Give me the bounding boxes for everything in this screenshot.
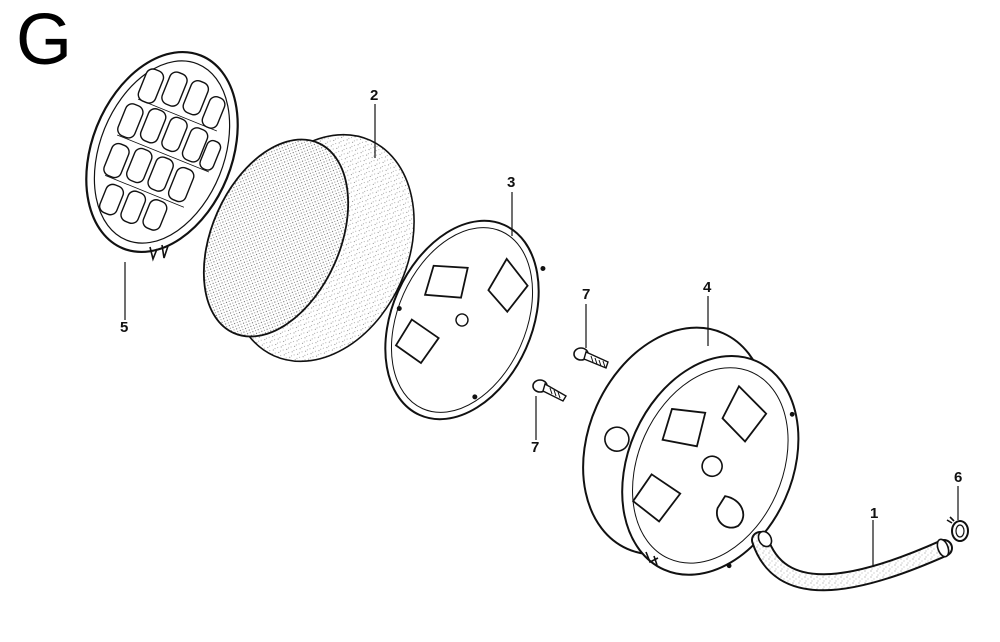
callout-filter-plate: 3 [507, 174, 516, 191]
hose-clamp-part [946, 516, 969, 542]
grille-cover-part [85, 50, 239, 262]
bolt-lower-part [532, 379, 567, 402]
hose-part [751, 530, 953, 592]
callout-hose-clamp: 6 [954, 469, 963, 486]
callout-bolt-lower: 7 [531, 439, 540, 456]
callout-bolt-upper: 7 [582, 286, 591, 303]
filter-element-part [202, 133, 415, 363]
case-part [582, 318, 804, 576]
callout-case: 4 [703, 279, 712, 296]
filter-plate-part [384, 219, 546, 421]
callout-filter-element: 2 [370, 87, 379, 104]
callout-grille-cover: 5 [120, 319, 129, 336]
section-letter: G [16, 0, 73, 80]
callout-hose: 1 [870, 505, 879, 522]
bolt-upper-part [573, 347, 609, 369]
leader-lines [124, 104, 959, 566]
